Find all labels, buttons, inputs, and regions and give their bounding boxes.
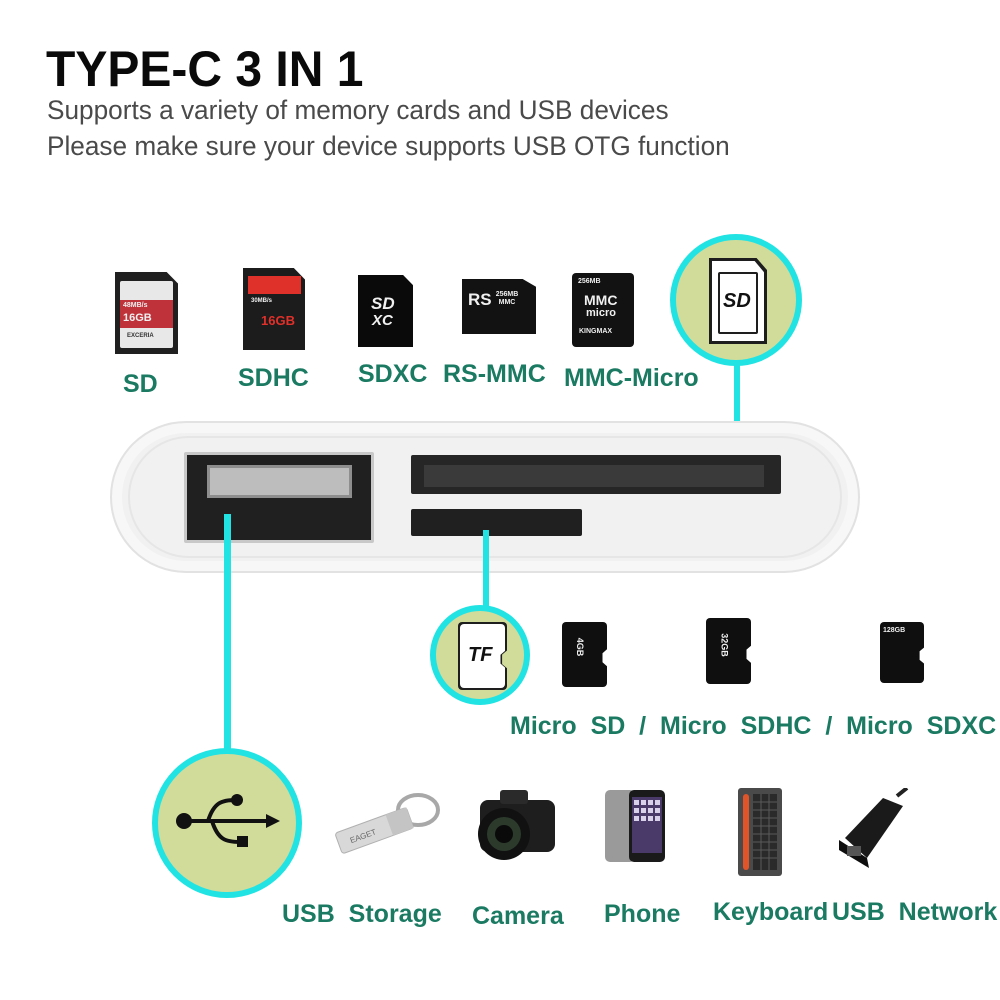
sd-card-outline-icon: SD xyxy=(709,258,767,344)
usb-port-tongue xyxy=(207,465,352,498)
micro-sdhc-card-icon: 32GB xyxy=(706,618,751,684)
usb-network-label: USB Network xyxy=(832,898,998,926)
micro-sd-card-icon: 4GB xyxy=(562,622,607,687)
micro-card-label: Micro SD / Micro SDHC / Micro SDXC xyxy=(510,712,997,740)
keyboard-label: Keyboard xyxy=(713,898,829,926)
keyboard-icon xyxy=(738,788,782,876)
sdxc-card-icon: SD XC xyxy=(358,275,413,347)
usb-symbol-icon xyxy=(176,794,280,847)
tf-card-slot xyxy=(411,509,582,536)
page-title: TYPE-C 3 IN 1 xyxy=(46,41,364,97)
usb-flash-drive-icon: EAGET xyxy=(335,793,440,854)
usb-storage-label: USB Storage xyxy=(282,900,442,928)
subtitle-devices: Supports a variety of memory cards and U… xyxy=(47,95,669,125)
rs-mmc-card-icon: RS 256MB MMC xyxy=(462,279,536,334)
smartphone-icon xyxy=(605,790,665,862)
tf-slot-callout: TF xyxy=(430,605,530,705)
sd-card-icon: 48MB/s 16GB EXCERIA xyxy=(115,272,178,354)
sd-label: SD xyxy=(123,370,158,398)
sdhc-label: SDHC xyxy=(238,364,309,392)
sdxc-label: SDXC xyxy=(358,360,428,388)
dslr-camera-icon xyxy=(478,790,555,860)
subtitle-otg: Please make sure your device supports US… xyxy=(47,131,730,161)
mmc-micro-label: MMC-Micro xyxy=(564,364,699,392)
ethernet-adapter-icon xyxy=(839,788,909,868)
rs-mmc-label: RS-MMC xyxy=(443,360,546,388)
camera-label: Camera xyxy=(472,902,564,930)
sd-slot-pins xyxy=(424,465,764,487)
usb-port-callout xyxy=(152,748,302,898)
micro-sdxc-card-icon: 128GB xyxy=(880,622,924,683)
usb-connector-line xyxy=(224,514,231,754)
tf-connector-line xyxy=(483,530,489,612)
mmc-micro-card-icon: 256MB MMC micro KINGMAX xyxy=(572,273,634,347)
sd-slot-callout: SD xyxy=(670,234,802,366)
sdhc-card-icon: 30MB/s 16GB xyxy=(243,268,305,350)
phone-label: Phone xyxy=(604,900,681,928)
tf-card-outline-icon: TF xyxy=(458,622,507,690)
sd-slot-connector-line xyxy=(734,360,740,470)
